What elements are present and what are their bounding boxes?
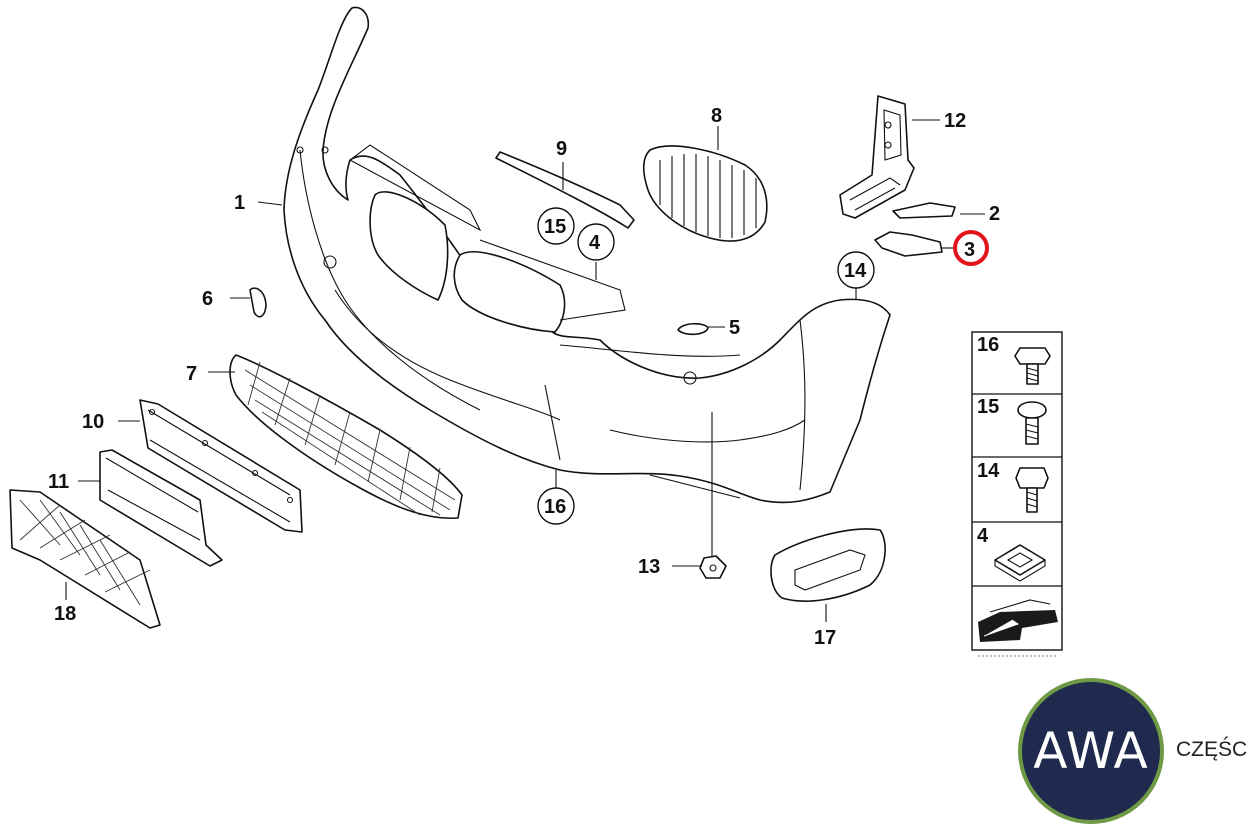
callout-8: 8 <box>711 105 722 127</box>
part-bracket <box>839 95 915 219</box>
callout-3-highlight-ring <box>953 230 989 266</box>
hex-flange-bolt-icon <box>1014 347 1051 385</box>
part-clip-13 <box>699 555 727 579</box>
part-plug-5 <box>677 322 709 336</box>
part-bumper <box>283 6 891 504</box>
callout-7: 7 <box>186 363 197 385</box>
part-guide-3 <box>874 231 943 257</box>
callout-13: 13 <box>638 556 660 578</box>
callout-10: 10 <box>82 411 104 433</box>
part-kidney-grille <box>642 145 768 242</box>
logo-text: AWA <box>1033 722 1149 780</box>
part-lower-grille <box>229 354 463 520</box>
callout-11: 11 <box>48 471 69 493</box>
callout-9: 9 <box>556 138 567 160</box>
part-carrier <box>9 489 161 629</box>
callout-16: 16 <box>544 496 566 518</box>
callout-5: 5 <box>729 317 740 339</box>
callout-16-ring <box>537 487 575 525</box>
callout-1: 1 <box>234 192 245 214</box>
legend-16: 16 <box>977 334 999 356</box>
callout-14: 14 <box>844 260 867 282</box>
callout-3: 3 <box>964 239 975 261</box>
callout-12: 12 <box>944 110 966 132</box>
round-head-screw-icon <box>1017 401 1047 445</box>
legend-4: 4 <box>977 525 989 547</box>
direction-arrow-icon <box>978 599 1058 642</box>
callout-14-ring <box>837 251 875 289</box>
callout-6: 6 <box>202 288 213 310</box>
part-plate-holder <box>139 399 303 533</box>
legend-14: 14 <box>977 460 1000 482</box>
callout-17: 17 <box>814 627 836 649</box>
leader-lines <box>65 119 985 622</box>
brand-suffix: CZĘŚCI <box>1176 738 1248 761</box>
part-trim-strip <box>495 151 635 229</box>
awa-logo: AWA <box>1018 678 1164 824</box>
callout-18: 18 <box>54 603 76 625</box>
part-plate-bracket <box>99 449 223 567</box>
callout-4: 4 <box>589 232 601 254</box>
callout-15-ring <box>537 207 575 245</box>
fastener-legend: 16 15 14 4 <box>971 331 1063 657</box>
self-tapping-screw-icon <box>1015 467 1049 513</box>
square-nut-icon <box>994 544 1046 582</box>
callout-2: 2 <box>989 203 1000 225</box>
legend-15: 15 <box>977 396 999 418</box>
part-guide-2 <box>892 202 956 219</box>
part-cover-17 <box>770 528 886 602</box>
callout-4-ring <box>577 223 615 261</box>
part-cap-6 <box>249 287 267 318</box>
callout-15: 15 <box>544 216 566 238</box>
callouts: 1 2 3 4 5 6 7 8 9 10 11 12 13 14 15 16 1… <box>48 105 1000 649</box>
